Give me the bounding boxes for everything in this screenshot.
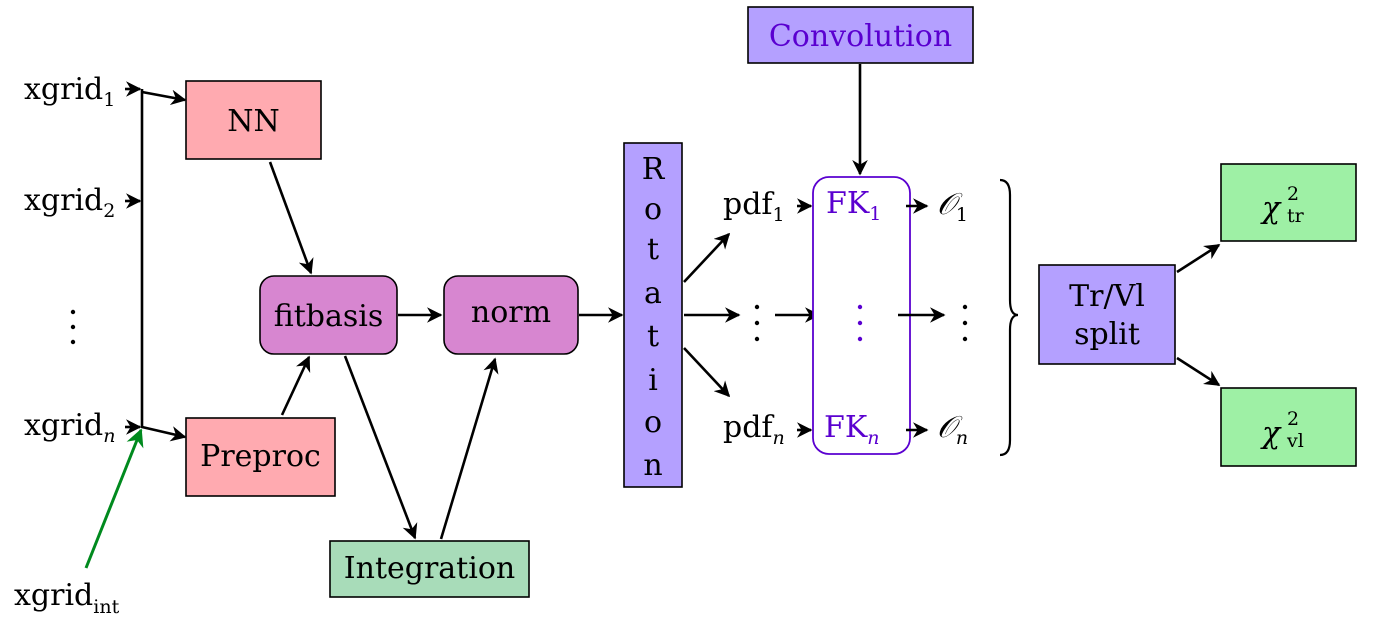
svg-text:2: 2 bbox=[1287, 183, 1299, 205]
observable-1-label: 𝒪1 bbox=[937, 187, 968, 226]
xgrid-n-label: xgridn bbox=[24, 408, 116, 447]
split-to-chi2-vl-arrow bbox=[1176, 356, 1221, 387]
pdf-vdots bbox=[754, 304, 760, 342]
observable-vdots bbox=[962, 304, 968, 342]
svg-text:n: n bbox=[643, 448, 662, 483]
svg-text:o: o bbox=[644, 192, 662, 227]
fk-node: FK1 FKn bbox=[812, 176, 911, 455]
svg-text:2: 2 bbox=[1287, 408, 1299, 430]
pdf-1-label: pdf1 bbox=[723, 187, 785, 226]
bus-to-nn-arrow bbox=[141, 89, 187, 106]
svg-text:norm: norm bbox=[471, 295, 551, 330]
bus-to-preproc-arrow bbox=[141, 425, 187, 442]
rotation-to-pdf-1-arrow bbox=[683, 232, 731, 283]
xgrid-int-arrow bbox=[84, 428, 144, 569]
svg-text:Convolution: Convolution bbox=[769, 19, 952, 54]
svg-text:tr: tr bbox=[1287, 205, 1305, 227]
split-to-chi2-tr-arrow bbox=[1176, 243, 1221, 274]
xgrid-1-label: xgrid1 bbox=[24, 72, 115, 111]
chi2-vl-node: χ 2 vl bbox=[1220, 387, 1357, 467]
svg-text:split: split bbox=[1074, 317, 1140, 352]
svg-text:R: R bbox=[642, 152, 666, 187]
svg-text:fitbasis: fitbasis bbox=[274, 299, 384, 334]
xgrid-2-label: xgrid2 bbox=[24, 183, 115, 222]
observables-brace bbox=[999, 178, 1019, 457]
rotation-to-pdf-n-arrow bbox=[683, 347, 731, 398]
nn-node: NN bbox=[185, 80, 322, 160]
convolution-node: Convolution bbox=[747, 6, 974, 64]
preproc-node: Preproc bbox=[185, 417, 336, 497]
svg-text:Integration: Integration bbox=[344, 551, 515, 586]
fk-n-label: FKn bbox=[824, 410, 879, 449]
svg-text:NN: NN bbox=[227, 104, 280, 139]
svg-text:t: t bbox=[647, 319, 659, 354]
svg-text:a: a bbox=[644, 276, 662, 311]
svg-text:χ: χ bbox=[1260, 191, 1282, 226]
svg-text:i: i bbox=[648, 363, 658, 398]
xgrid-int-label: xgridint bbox=[14, 578, 120, 618]
norm-node: norm bbox=[443, 275, 579, 355]
trvl-split-node: Tr/Vl split bbox=[1038, 264, 1176, 365]
svg-text:o: o bbox=[644, 405, 662, 440]
fitbasis-node: fitbasis bbox=[259, 275, 398, 355]
svg-text:Tr/Vl: Tr/Vl bbox=[1069, 279, 1145, 314]
svg-text:t: t bbox=[647, 232, 659, 267]
chi2-tr-node: χ 2 tr bbox=[1220, 163, 1357, 242]
fitbasis-to-integration-arrow bbox=[343, 355, 418, 540]
rotation-node: R o t a t i o n bbox=[623, 142, 683, 488]
integration-to-norm-arrow bbox=[439, 357, 499, 540]
integration-node: Integration bbox=[329, 540, 530, 598]
pdf-n-label: pdfn bbox=[723, 410, 785, 449]
svg-text:Preproc: Preproc bbox=[200, 439, 321, 474]
fk-1-label: FK1 bbox=[826, 186, 881, 225]
nn-to-fitbasis-arrow bbox=[268, 161, 314, 275]
fk-vdots bbox=[857, 304, 863, 342]
xgrid-vdots bbox=[70, 309, 76, 345]
preproc-to-fitbasis-arrow bbox=[280, 355, 311, 416]
svg-text:χ: χ bbox=[1260, 416, 1282, 451]
observable-n-label: 𝒪n bbox=[937, 410, 968, 449]
svg-text:vl: vl bbox=[1286, 430, 1304, 452]
